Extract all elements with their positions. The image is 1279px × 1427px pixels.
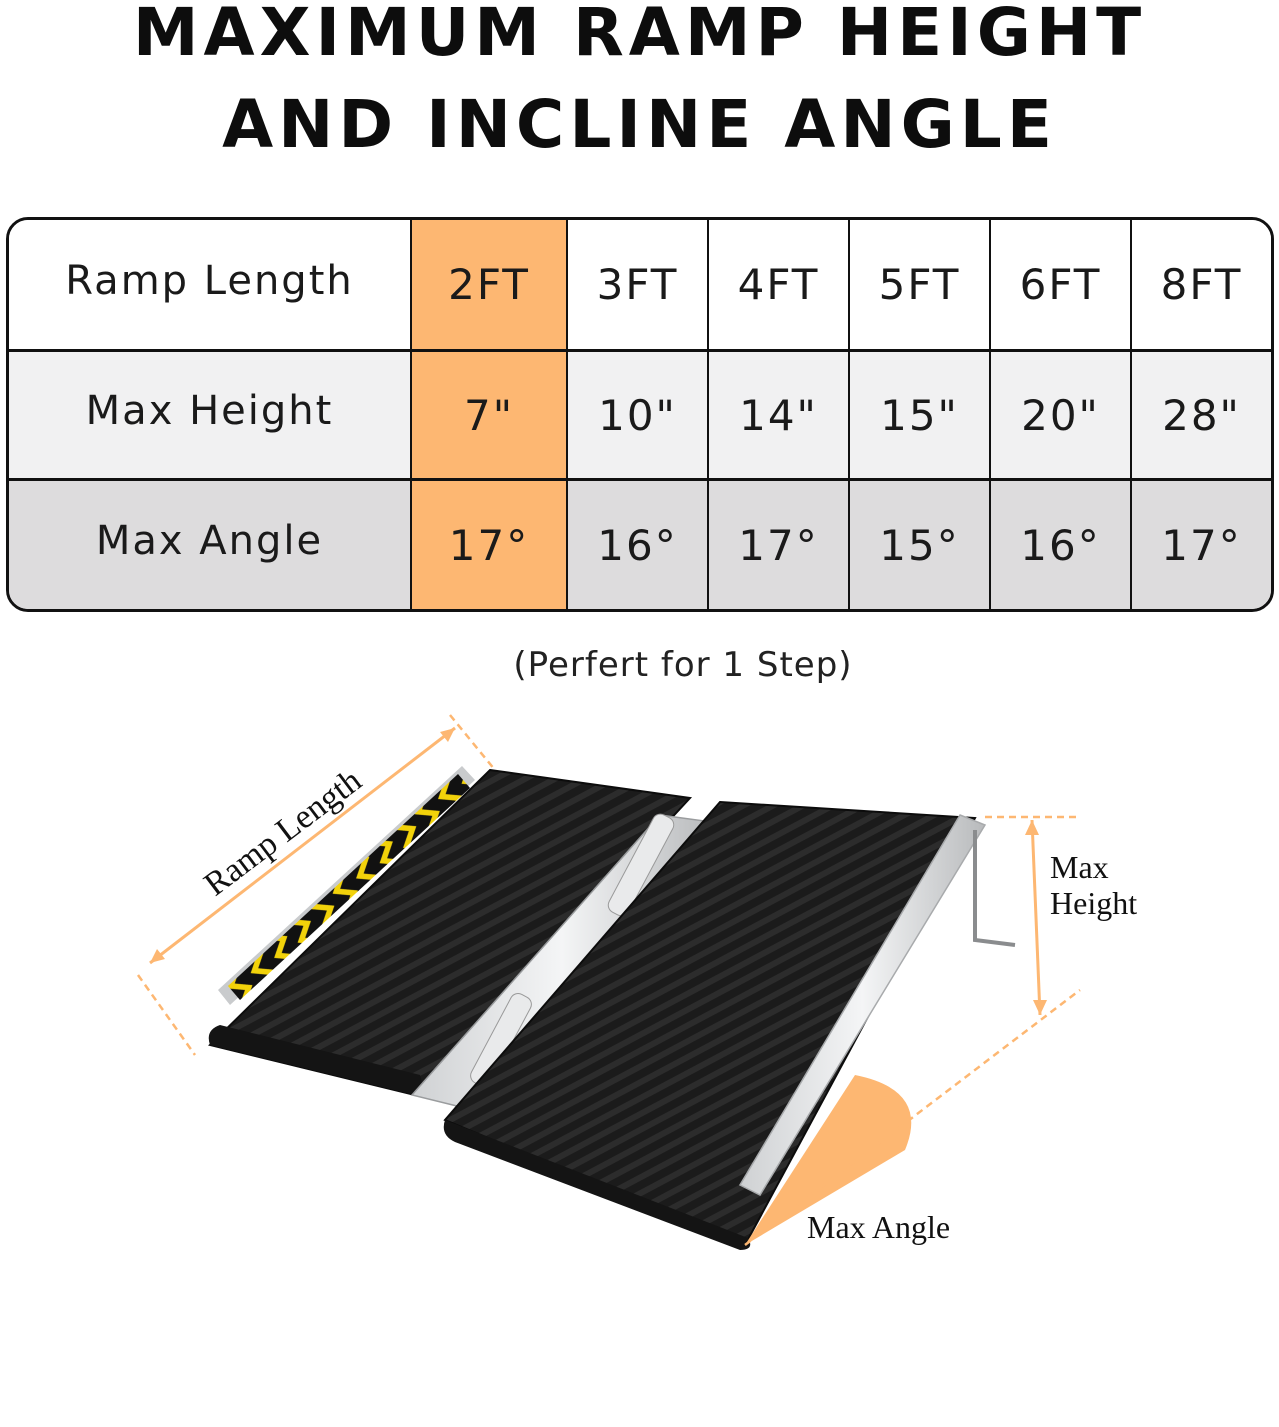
- max-angle-label: Max Angle: [807, 1209, 950, 1245]
- spec-table: Ramp Length 2FT 3FT 4FT 5FT 6FT 8FT Max …: [6, 217, 1274, 612]
- row-label: Max Height: [9, 352, 412, 481]
- table-cell: 5FT: [850, 220, 991, 352]
- subtitle: (Perfert for 1 Step): [513, 645, 853, 685]
- table-cell: 20": [991, 352, 1132, 481]
- right-ramp-panel: [443, 800, 1016, 1250]
- hinge: [410, 813, 714, 1109]
- page-title-line-1: MAXIMUM RAMP HEIGHT: [132, 0, 1147, 71]
- max-height-label-line-2: Height: [1050, 885, 1137, 921]
- row-label: Max Angle: [9, 481, 412, 609]
- table-cell: 17°: [412, 481, 568, 609]
- table-cell: 16°: [568, 481, 709, 609]
- left-ramp-panel: [208, 766, 693, 1097]
- max-height-dimension: Max Height: [985, 815, 1137, 1016]
- table-cell: 10": [568, 352, 709, 481]
- table-cell: 3FT: [568, 220, 709, 352]
- table-cell: 2FT: [412, 220, 568, 352]
- table-cell: 7": [412, 352, 568, 481]
- max-angle-indicator: Max Angle: [744, 989, 1081, 1246]
- max-height-label-line-1: Max: [1050, 849, 1109, 885]
- table-cell: 15": [850, 352, 991, 481]
- table-cell: 17°: [709, 481, 850, 609]
- ramp-illustration: Ramp Length Max Angle Max Height: [136, 714, 1137, 1250]
- table-cell: 14": [709, 352, 850, 481]
- table-cell: 4FT: [709, 220, 850, 352]
- row-label: Ramp Length: [9, 220, 412, 352]
- table-cell: 6FT: [991, 220, 1132, 352]
- table-cell: 16°: [991, 481, 1132, 609]
- table-cell: 8FT: [1132, 220, 1271, 352]
- page-title-line-2: AND INCLINE ANGLE: [222, 86, 1057, 163]
- table-cell: 15°: [850, 481, 991, 609]
- table-cell: 28": [1132, 352, 1271, 481]
- table-cell: 17°: [1132, 481, 1271, 609]
